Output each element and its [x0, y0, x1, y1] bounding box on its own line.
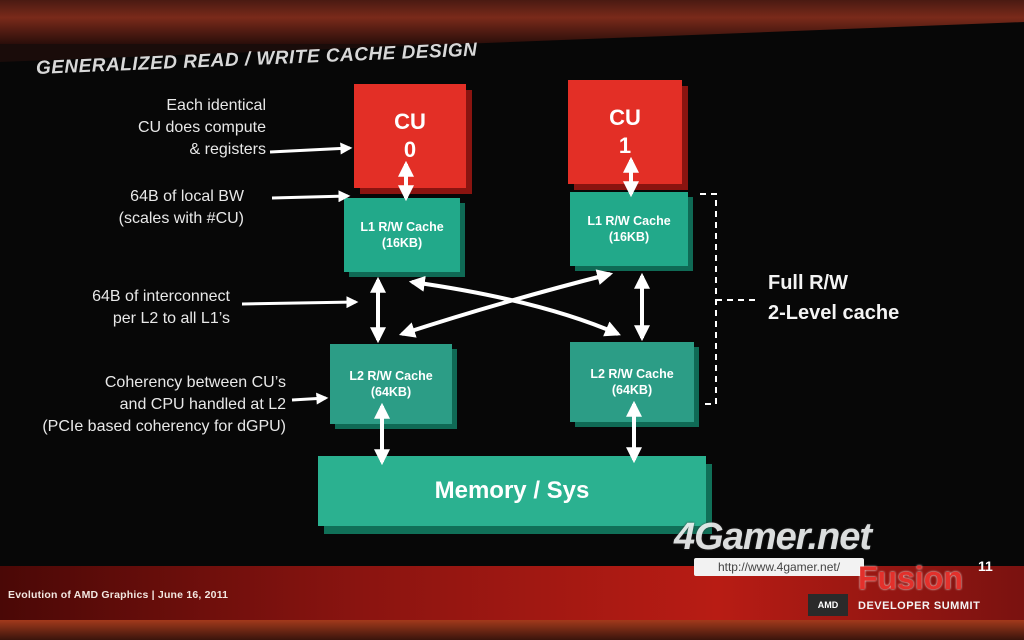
label-interconnect: 64B of interconnect per L2 to all L1’s — [92, 286, 230, 330]
l1-cache-1-name: L1 R/W Cache — [587, 214, 671, 228]
fusion-logo: Fusion — [858, 560, 963, 596]
label-line: per L2 to all L1’s — [112, 310, 230, 327]
l2-cache-1-name: L2 R/W Cache — [590, 367, 674, 381]
label-line: (scales with #CU) — [118, 210, 244, 227]
arrow-cross-l1-0-to-l2-1 — [408, 275, 621, 337]
cache-bracket — [700, 193, 717, 405]
label-line: 64B of local BW — [130, 188, 244, 205]
slide-footer-text: Evolution of AMD Graphics | June 16, 201… — [8, 589, 229, 601]
pointer-arrow-cu — [269, 142, 353, 155]
l1-cache-1-size: (16KB) — [608, 230, 650, 244]
label-line: Full R/W — [768, 272, 848, 294]
cu-1-name: CU — [609, 105, 641, 130]
full-rw-cache-label: Full R/W 2-Level cache — [768, 268, 899, 328]
label-line: CU does compute — [137, 119, 266, 136]
label-line: 2-Level cache — [768, 302, 900, 324]
l2-cache-0-block: L2 R/W Cache (64KB) — [330, 344, 452, 424]
label-cu-description: Each identical CU does compute & registe… — [138, 95, 266, 161]
arrow-cross-l1-1-to-l2-0 — [398, 269, 614, 338]
cu-1-index: 1 — [618, 133, 632, 158]
label-line: Coherency between CU’s — [104, 374, 286, 391]
label-line: & registers — [189, 141, 266, 158]
l2-cache-0-size: (64KB) — [370, 385, 412, 399]
label-line: (PCIe based coherency for dGPU) — [42, 418, 286, 435]
cu-0-index: 0 — [403, 137, 417, 162]
memory-sys-label: Memory / Sys — [434, 477, 590, 504]
l1-cache-0-name: L1 R/W Cache — [360, 220, 444, 234]
memory-sys-block: Memory / Sys — [318, 456, 706, 526]
label-line: and CPU handled at L2 — [119, 396, 286, 413]
label-line: 64B of interconnect — [92, 288, 230, 305]
l1-cache-1-block: L1 R/W Cache (16KB) — [570, 192, 688, 266]
amd-logo: AMD — [808, 594, 848, 616]
pointer-arrow-coherency — [291, 392, 329, 405]
l2-cache-0-name: L2 R/W Cache — [349, 369, 433, 383]
label-coherency: Coherency between CU’s and CPU handled a… — [42, 372, 286, 438]
developer-summit-label: DEVELOPER SUMMIT — [858, 600, 981, 612]
label-local-bandwidth: 64B of local BW (scales with #CU) — [119, 186, 244, 230]
label-line: Each identical — [166, 97, 266, 114]
fusion-edition: 11 — [978, 558, 993, 574]
pointer-arrow-interconnect — [241, 296, 359, 309]
l1-cache-0-block: L1 R/W Cache (16KB) — [344, 198, 460, 272]
watermark-url: http://www.4gamer.net/ — [694, 558, 864, 576]
watermark-logo: 4Gamer.net — [674, 516, 872, 558]
cu-0-name: CU — [394, 109, 426, 134]
pointer-arrow-local-bw — [271, 190, 351, 203]
l1-cache-0-size: (16KB) — [381, 236, 423, 250]
l2-cache-1-size: (64KB) — [611, 383, 653, 397]
